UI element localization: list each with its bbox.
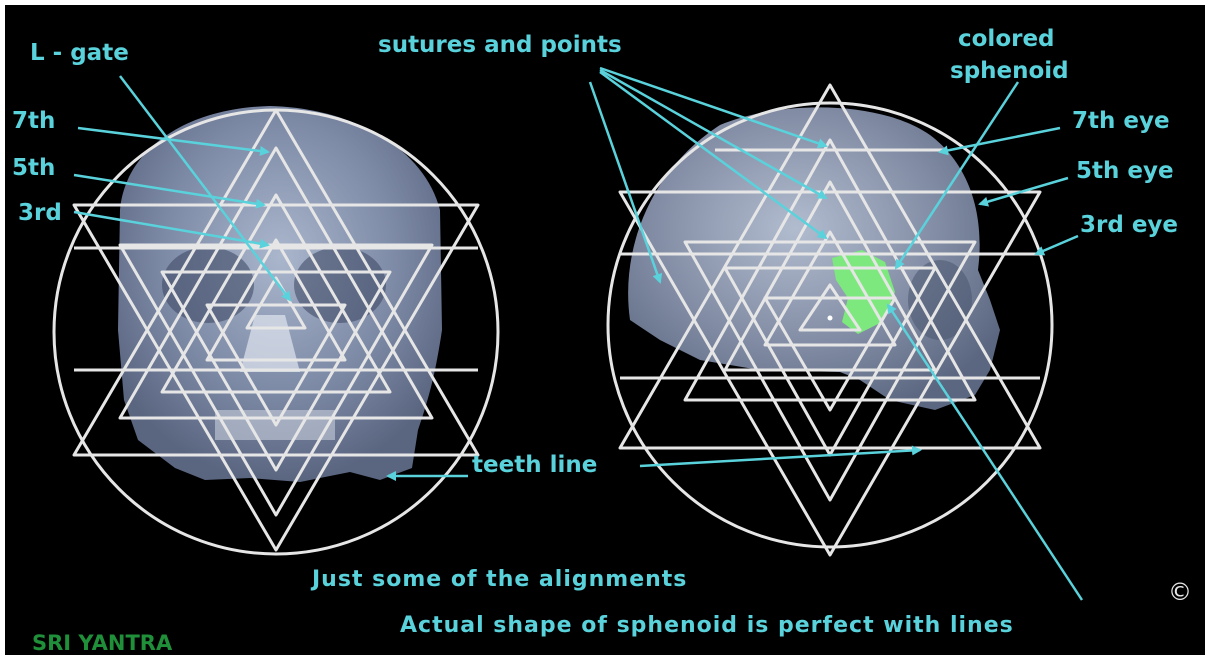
label-colored-sphenoid-line2: sphenoid — [950, 58, 1069, 84]
label-5th: 5th — [12, 155, 55, 181]
label-teeth-line: teeth line — [472, 452, 597, 478]
label-5th-eye: 5th eye — [1076, 158, 1174, 184]
copyright-symbol: © — [1168, 578, 1192, 606]
label-7th-eye: 7th eye — [1072, 108, 1170, 134]
label-just-some-alignments: Just some of the alignments — [310, 567, 687, 592]
label-7th: 7th — [12, 108, 55, 134]
label-sutures-and-points: sutures and points — [378, 32, 622, 58]
label-actual-shape: Actual shape of sphenoid is perfect with… — [400, 613, 1014, 638]
label-colored-sphenoid-line1: colored — [958, 26, 1055, 52]
label-3rd: 3rd — [18, 200, 62, 226]
brand-sri-yantra: SRI YANTRA — [32, 631, 173, 655]
label-3rd-eye: 3rd eye — [1080, 212, 1178, 238]
label-l-gate: L - gate — [30, 40, 129, 66]
